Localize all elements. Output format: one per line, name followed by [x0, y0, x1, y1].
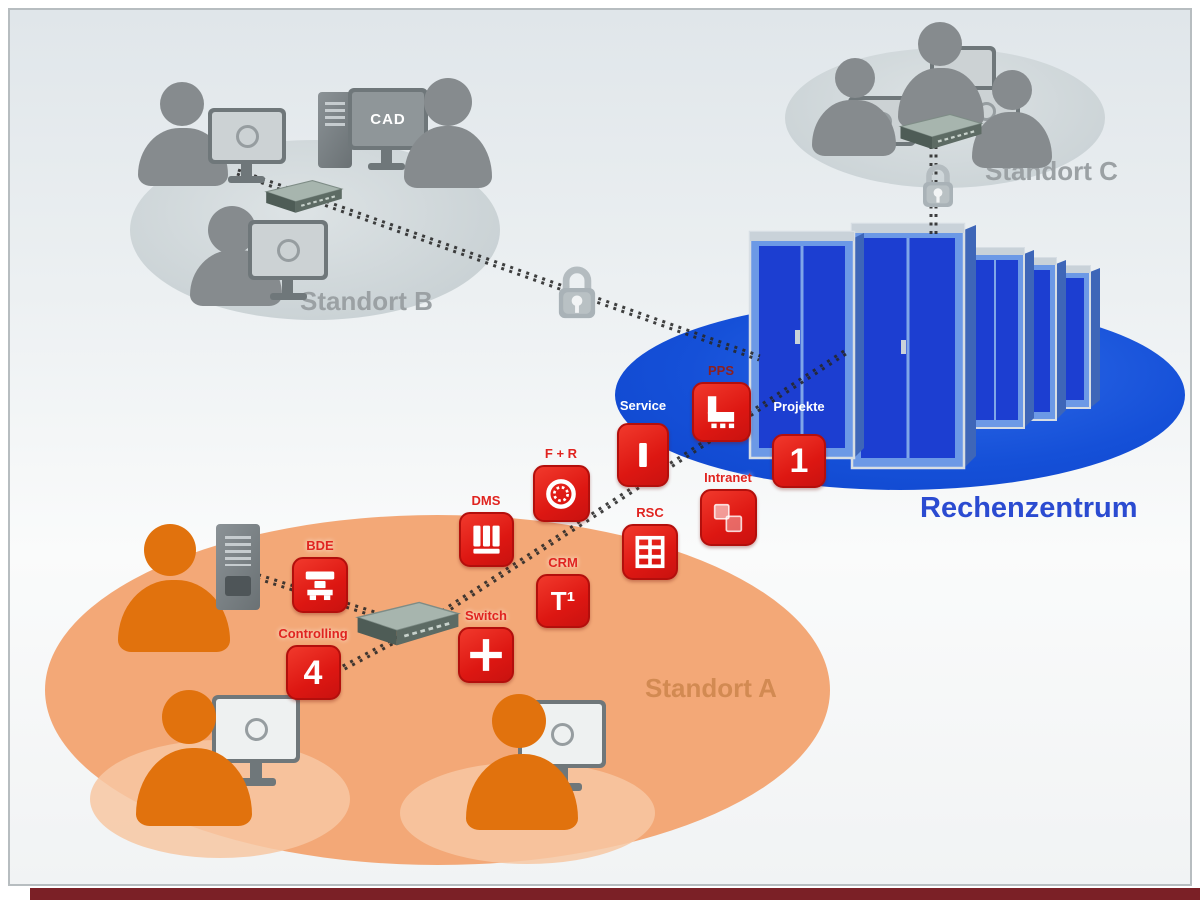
- person-head: [835, 58, 875, 98]
- monitor: [212, 695, 300, 763]
- router-icon: [264, 180, 344, 213]
- module-pps: PPS: [661, 363, 781, 442]
- server-rack: [850, 222, 976, 470]
- module-switch-label: Switch: [465, 608, 507, 623]
- module-service: Service: [583, 398, 703, 487]
- site-a-label: Standort A: [645, 673, 777, 703]
- module-controlling-label: Controlling: [278, 626, 348, 641]
- footer-bar: [30, 888, 1200, 900]
- monitor-stand: [250, 763, 262, 779]
- module-bde: BDE: [260, 538, 380, 613]
- monitor-stand: [241, 164, 252, 177]
- tower-panel: [225, 576, 251, 596]
- padlock-icon: [923, 164, 953, 207]
- module-crm: CRM T¹: [503, 555, 623, 628]
- pps-factory-icon: [691, 382, 751, 442]
- module-projekte: Projekte 1: [739, 399, 859, 488]
- module-bde-label: BDE: [306, 538, 334, 553]
- module-switch: Switch: [426, 608, 546, 683]
- person-head: [992, 70, 1032, 110]
- crm-icon: T¹: [536, 574, 590, 628]
- module-rsc-label: RSC: [636, 505, 664, 520]
- module-fr: F + R: [501, 446, 621, 522]
- site-b-label: Standort B: [300, 286, 433, 316]
- controlling-glyph: 4: [303, 653, 323, 692]
- module-intranet-label: Intranet: [704, 470, 752, 485]
- dms-binders-icon: [458, 512, 514, 567]
- monitor-logo-icon: [276, 238, 300, 262]
- person-head: [918, 22, 962, 66]
- module-dms-label: DMS: [471, 493, 501, 508]
- monitor-logo-icon: [550, 722, 574, 746]
- service-bar-icon: [617, 423, 669, 487]
- monitor: [208, 108, 286, 164]
- controlling-icon: 4: [285, 645, 341, 700]
- person-body: [812, 100, 896, 156]
- person-body: [972, 112, 1052, 168]
- monitor-logo-icon: [244, 717, 268, 741]
- monitor-logo-icon: [235, 124, 259, 148]
- projekte-icon: 1: [772, 434, 826, 488]
- person-head: [492, 694, 546, 748]
- projekte-glyph: 1: [789, 442, 809, 480]
- monitor-base: [236, 778, 276, 786]
- link-siteb-datacenter: [236, 172, 760, 362]
- monitor: [248, 220, 328, 280]
- module-crm-label: CRM: [548, 555, 578, 570]
- module-intranet: Intranet: [668, 470, 788, 546]
- monitor-stand: [282, 280, 293, 294]
- module-fr-label: F + R: [544, 446, 578, 461]
- monitor-stand: [381, 150, 392, 164]
- datacenter-label: Rechenzentrum: [920, 492, 1138, 524]
- router-icon: [898, 113, 984, 149]
- person-head: [424, 78, 472, 126]
- module-controlling: Controlling 4: [253, 626, 373, 700]
- module-service-label: Service: [619, 398, 667, 413]
- router-icon: [355, 601, 462, 646]
- person-head: [160, 82, 204, 126]
- intranet-tiles-icon: [699, 489, 757, 546]
- monitor-base: [228, 176, 265, 183]
- person-head: [162, 690, 216, 744]
- server-rack: [748, 230, 864, 460]
- cad-monitor: CAD: [348, 88, 428, 150]
- link-siteb-datacenter: [237, 168, 761, 358]
- module-pps-label: PPS: [707, 363, 734, 378]
- switch-cross-icon: [458, 627, 514, 683]
- person-head: [144, 524, 196, 576]
- tower-pc: [216, 524, 260, 610]
- tower-vent: [225, 536, 251, 566]
- tower-pc: [318, 92, 352, 168]
- tower-vent: [325, 102, 345, 126]
- server-racks: [748, 222, 1100, 470]
- module-dms: DMS: [426, 493, 546, 567]
- module-rsc: RSC: [590, 505, 710, 580]
- module-projekte-label: Projekte: [773, 399, 825, 414]
- link-datacenter-sitea: [427, 352, 847, 626]
- crm-glyph: T¹: [550, 586, 576, 616]
- monitor-base: [270, 293, 307, 300]
- rsc-rack-icon: [622, 524, 678, 580]
- monitor-base: [368, 163, 405, 170]
- cad-label: CAD: [370, 110, 406, 128]
- bde-machine-icon: [292, 557, 348, 613]
- padlock-icon: [558, 266, 596, 319]
- fr-seal-icon: [532, 465, 590, 522]
